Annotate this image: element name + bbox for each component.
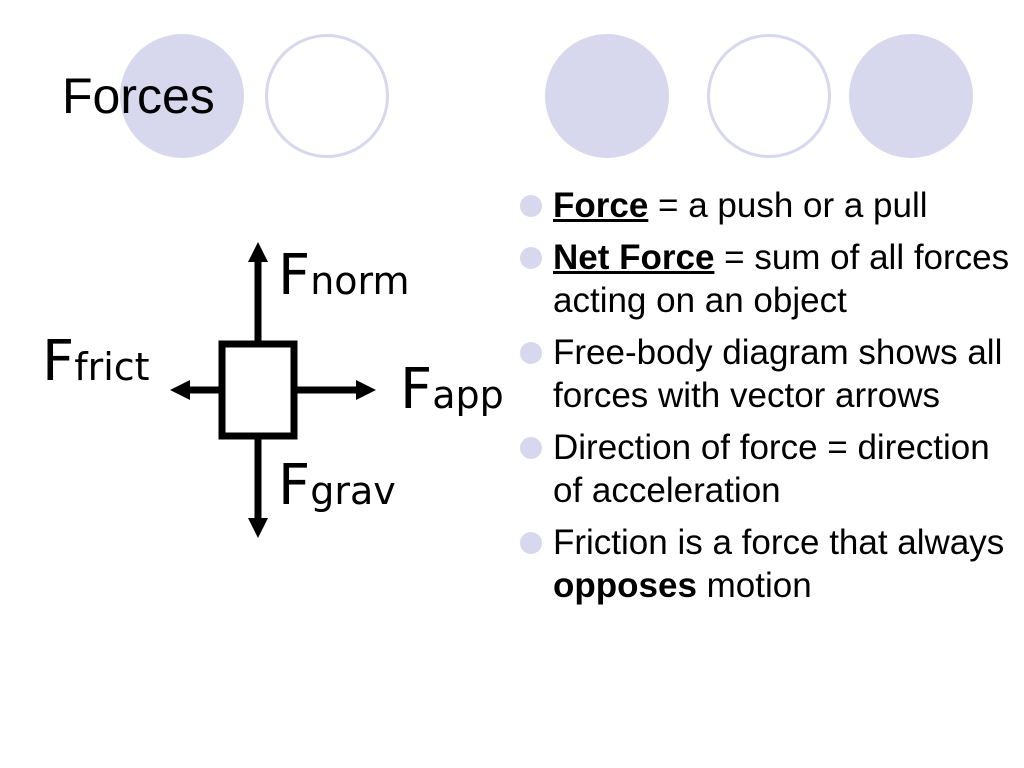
bullet-text: Direction of force = direction of accele… [553,428,990,510]
slide-title: Forces [62,68,215,124]
bullet-dot-icon [520,437,542,459]
decor-circle-filled [849,34,973,158]
force-symbol: F [278,243,311,308]
gravity-force-arrowhead [248,518,268,538]
applied-force-arrowhead [356,380,376,400]
applied-force-label: Fapp [400,362,504,418]
free-body-diagram: Fnorm Ffrict Fapp Fgrav [30,230,504,550]
bullet-term: Force [553,186,649,225]
bullet-term: Net Force [553,238,715,277]
force-symbol: F [42,329,75,394]
bullet-text: = a push or a pull [648,186,928,225]
bullet-item: Net Force = sum of all forces acting on … [520,236,1010,322]
bullet-item: Force = a push or a pull [520,184,1010,227]
decor-circle-outline [265,34,389,158]
bullet-dot-icon [520,195,542,217]
bullet-item: Free-body diagram shows all forces with … [520,331,1010,417]
bullet-item: Direction of force = direction of accele… [520,426,1010,512]
friction-force-arrowhead [170,380,190,400]
bullet-dot-icon [520,247,542,269]
bullet-text: Free-body diagram shows all forces with … [553,333,1003,415]
force-subscript: frict [74,345,150,389]
free-body-diagram-graphic [170,242,376,538]
bullet-text: motion [696,566,812,605]
bullet-list: Force = a push or a pull Net Force = sum… [520,184,1010,616]
decor-circle-filled [545,34,669,158]
force-subscript: grav [310,469,396,513]
bullet-text: Friction is a force that always [553,523,1005,562]
bullet-dot-icon [520,532,542,554]
normal-force-label: Fnorm [278,248,410,304]
object-box [218,340,298,440]
decor-circle-filled [120,34,244,158]
force-symbol: F [278,453,311,518]
force-subscript: app [432,373,504,417]
bullet-item: Friction is a force that always opposes … [520,521,1010,607]
normal-force-arrowhead [248,242,268,262]
bullet-text: = sum of all forces acting on an object [553,238,1010,320]
decor-circle-outline [707,34,831,158]
force-subscript: norm [310,259,410,303]
force-symbol: F [400,357,433,422]
gravity-force-label: Fgrav [278,458,396,514]
bullet-dot-icon [520,342,542,364]
bullet-emphasis: opposes [553,566,697,605]
friction-force-label: Ffrict [42,334,150,390]
